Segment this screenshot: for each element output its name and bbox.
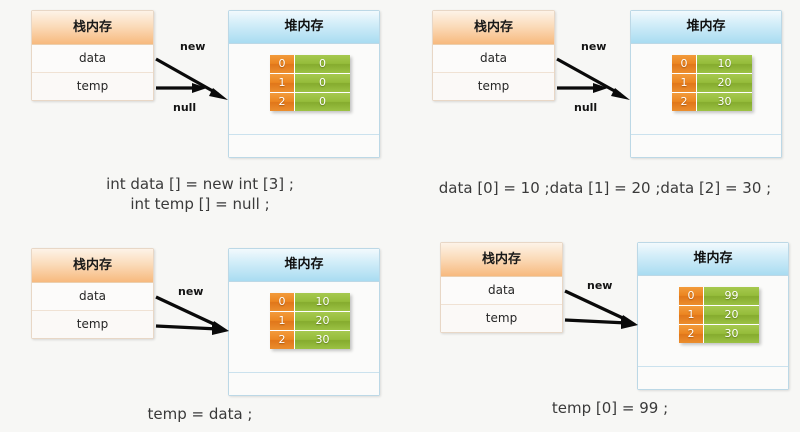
caption-line: temp [0] = 99 ; [551, 399, 669, 417]
arrow-label-new: new [178, 285, 204, 298]
caption-line: temp = data ; [147, 405, 253, 423]
stack-memory-title: 栈内存 [32, 249, 153, 283]
heap-memory-body: 0 10 1 20 2 30 [631, 44, 781, 135]
stack-variable-temp: temp [441, 304, 562, 332]
array-value-cell: 20 [704, 306, 759, 325]
stack-variable-temp: temp [32, 310, 153, 338]
array-index-cell: 0 [270, 55, 295, 74]
array-value-cell: 10 [295, 293, 350, 312]
array-value-cell: 20 [295, 312, 350, 331]
heap-memory-body: 0 0 1 0 2 0 [229, 44, 379, 135]
array-value-cell: 99 [704, 287, 759, 306]
stack-variable-data: data [441, 277, 562, 304]
array-row: 1 20 [270, 312, 350, 331]
heap-memory-title: 堆内存 [638, 243, 788, 276]
arrow-label-null: null [173, 101, 197, 114]
array-index-cell: 0 [679, 287, 704, 306]
heap-memory-title: 堆内存 [229, 249, 379, 282]
heap-memory-box: 堆内存 0 0 1 0 2 0 [228, 10, 380, 158]
array-value-cell: 0 [295, 74, 350, 93]
array-table: 0 10 1 20 2 30 [270, 293, 350, 349]
stack-memory-box: 栈内存 data temp [440, 242, 563, 333]
array-value-cell: 30 [704, 325, 759, 343]
stack-variable-data: data [32, 283, 153, 310]
arrow-label-new: new [587, 279, 613, 292]
array-index-cell: 1 [270, 312, 295, 331]
array-value-cell: 20 [697, 74, 752, 93]
caption-line: int temp [] = null ; [130, 195, 270, 213]
panel-caption: temp = data ; [90, 404, 310, 424]
array-index-cell: 2 [270, 93, 295, 111]
stack-variable-data: data [433, 45, 554, 72]
array-row: 0 10 [672, 55, 752, 74]
array-index-cell: 0 [672, 55, 697, 74]
stack-variable-data: data [32, 45, 153, 72]
array-value-cell: 30 [295, 331, 350, 349]
panel-caption: data [0] = 10 ;data [1] = 20 ;data [2] =… [420, 178, 790, 198]
array-row: 0 99 [679, 287, 759, 306]
array-index-cell: 0 [270, 293, 295, 312]
array-row: 2 30 [672, 93, 752, 111]
array-row: 0 0 [270, 55, 350, 74]
array-row: 2 30 [679, 325, 759, 343]
array-index-cell: 1 [270, 74, 295, 93]
heap-memory-title: 堆内存 [631, 11, 781, 44]
heap-memory-body: 0 99 1 20 2 30 [638, 276, 788, 367]
arrow-label-new: new [581, 40, 607, 53]
caption-line: data [0] = 10 ;data [1] = 20 ;data [2] =… [438, 179, 772, 197]
stack-memory-title: 栈内存 [441, 243, 562, 277]
array-index-cell: 2 [679, 325, 704, 343]
heap-memory-footer [229, 135, 379, 157]
heap-memory-box: 堆内存 0 10 1 20 2 30 [228, 248, 380, 396]
heap-memory-footer [229, 373, 379, 395]
heap-memory-title: 堆内存 [229, 11, 379, 44]
stack-memory-box: 栈内存 data temp [432, 10, 555, 101]
array-index-cell: 1 [679, 306, 704, 325]
array-row: 1 0 [270, 74, 350, 93]
array-row: 2 0 [270, 93, 350, 111]
array-value-cell: 30 [697, 93, 752, 111]
array-value-cell: 0 [295, 55, 350, 74]
heap-memory-box: 堆内存 0 10 1 20 2 30 [630, 10, 782, 158]
stack-variable-temp: temp [32, 72, 153, 100]
array-value-cell: 0 [295, 93, 350, 111]
array-table: 0 10 1 20 2 30 [672, 55, 752, 111]
array-value-cell: 10 [697, 55, 752, 74]
array-table: 0 99 1 20 2 30 [679, 287, 759, 343]
array-row: 1 20 [672, 74, 752, 93]
stack-memory-title: 栈内存 [433, 11, 554, 45]
array-index-cell: 2 [270, 331, 295, 349]
heap-memory-footer [631, 135, 781, 157]
stack-memory-box: 栈内存 data temp [31, 248, 154, 339]
stack-memory-title: 栈内存 [32, 11, 153, 45]
array-index-cell: 1 [672, 74, 697, 93]
arrow-label-null: null [574, 101, 598, 114]
array-row: 0 10 [270, 293, 350, 312]
arrow-label-new: new [180, 40, 206, 53]
array-table: 0 0 1 0 2 0 [270, 55, 350, 111]
stack-memory-box: 栈内存 data temp [31, 10, 154, 101]
array-row: 1 20 [679, 306, 759, 325]
heap-memory-footer [638, 367, 788, 389]
array-row: 2 30 [270, 331, 350, 349]
heap-memory-box: 堆内存 0 99 1 20 2 30 [637, 242, 789, 390]
heap-memory-body: 0 10 1 20 2 30 [229, 282, 379, 373]
caption-line: int data [] = new int [3] ; [106, 175, 294, 193]
stack-variable-temp: temp [433, 72, 554, 100]
array-index-cell: 2 [672, 93, 697, 111]
panel-caption: temp [0] = 99 ; [500, 398, 720, 418]
panel-caption: int data [] = new int [3] ; int temp [] … [90, 174, 310, 214]
